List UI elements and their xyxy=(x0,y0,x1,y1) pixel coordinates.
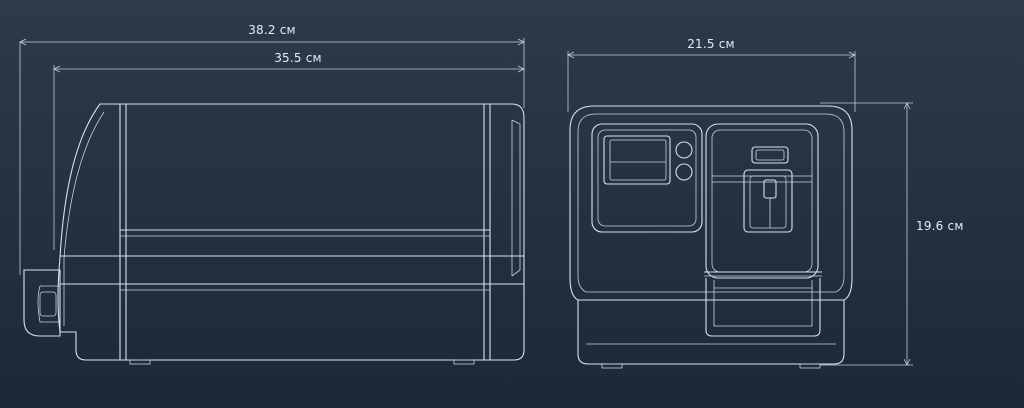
dimension-body-length: 35.5 см xyxy=(53,51,525,250)
body-length-label: 35.5 см xyxy=(274,51,322,65)
side-view xyxy=(23,103,525,365)
height-label: 19.6 см xyxy=(916,219,964,233)
dimension-height: 19.6 см xyxy=(820,102,964,366)
width-label: 21.5 см xyxy=(687,37,735,51)
dimension-width: 21.5 см xyxy=(567,37,856,112)
front-view xyxy=(569,105,853,369)
overall-length-label: 38.2 см xyxy=(248,23,296,37)
dimension-overall-length: 38.2 см xyxy=(19,23,525,275)
